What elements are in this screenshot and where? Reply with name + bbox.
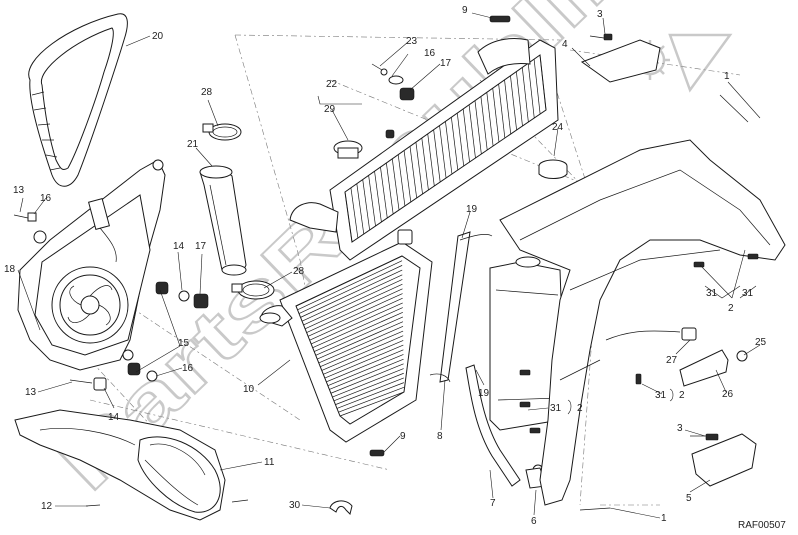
callout-9: 9 bbox=[462, 5, 468, 16]
callout-7: 7 bbox=[490, 498, 496, 509]
callout-14: 14 bbox=[108, 412, 120, 423]
callout-22: 22 bbox=[326, 79, 338, 90]
callout-16: 16 bbox=[182, 363, 194, 374]
callout-21: 21 bbox=[187, 139, 199, 150]
callout-23: 23 bbox=[406, 36, 418, 47]
callout-29: 29 bbox=[324, 104, 336, 115]
callout-19: 19 bbox=[466, 204, 478, 215]
part-26-plate bbox=[679, 327, 748, 387]
callout-12: 12 bbox=[41, 501, 53, 512]
callout-26: 26 bbox=[722, 389, 734, 400]
callout-2: 2 bbox=[679, 390, 685, 401]
callout-16: 16 bbox=[424, 48, 436, 59]
callout-24: 24 bbox=[552, 122, 564, 133]
part-24-cap bbox=[538, 159, 568, 179]
callout-10: 10 bbox=[243, 384, 255, 395]
callout-13: 13 bbox=[13, 185, 25, 196]
part-28-clamps bbox=[202, 123, 275, 300]
callout-28: 28 bbox=[293, 266, 305, 277]
callout-20: 20 bbox=[152, 31, 164, 42]
callout-31: 31 bbox=[550, 403, 562, 414]
callout-9: 9 bbox=[400, 431, 406, 442]
callout-14: 14 bbox=[173, 241, 185, 252]
fasteners-upper bbox=[371, 63, 415, 101]
callout-11: 11 bbox=[264, 457, 275, 468]
callout-5: 5 bbox=[686, 493, 692, 504]
callout-6: 6 bbox=[531, 516, 537, 527]
part-7-8-pipes bbox=[429, 231, 521, 487]
callout-19: 19 bbox=[478, 388, 490, 399]
callout-27: 27 bbox=[666, 355, 678, 366]
part-4-bracket bbox=[580, 33, 661, 83]
part-30-clip bbox=[329, 500, 353, 515]
callout-8: 8 bbox=[437, 431, 443, 442]
callout-4: 4 bbox=[562, 39, 568, 50]
callout-18: 18 bbox=[4, 264, 16, 275]
diagram-code: RAF00507 bbox=[738, 520, 786, 531]
callout-16: 16 bbox=[40, 193, 52, 204]
part-20-belt bbox=[28, 13, 128, 187]
callout-30: 30 bbox=[289, 500, 301, 511]
callout-3: 3 bbox=[597, 9, 603, 20]
part-18-fan-shroud bbox=[17, 159, 166, 371]
part-10-lower-radiator bbox=[259, 229, 433, 457]
callout-2: 2 bbox=[728, 303, 734, 314]
callout-1: 1 bbox=[724, 71, 730, 82]
callout-31: 31 bbox=[742, 288, 754, 299]
part-21-hose bbox=[199, 165, 247, 276]
callout-17: 17 bbox=[195, 241, 207, 252]
callout-1: 1 bbox=[661, 513, 667, 524]
part-22-upper-radiator bbox=[289, 15, 559, 261]
callout-17: 17 bbox=[440, 58, 452, 69]
leader-lines bbox=[17, 12, 761, 519]
callout-28: 28 bbox=[201, 87, 213, 98]
callout-15: 15 bbox=[178, 338, 190, 349]
callout-2: 2 bbox=[577, 403, 583, 414]
callout-13: 13 bbox=[25, 387, 37, 398]
callout-31: 31 bbox=[706, 288, 718, 299]
callout-3: 3 bbox=[677, 423, 683, 434]
callout-25: 25 bbox=[755, 337, 767, 348]
callout-31: 31 bbox=[655, 390, 667, 401]
part-1-fairing bbox=[499, 94, 786, 511]
part-5-bracket bbox=[690, 433, 757, 487]
part-11-air-duct bbox=[14, 409, 226, 521]
callout-labels: 1 1 2 2 2 3 3 4 5 6 7 8 9 9 10 11 12 13 … bbox=[4, 5, 767, 527]
